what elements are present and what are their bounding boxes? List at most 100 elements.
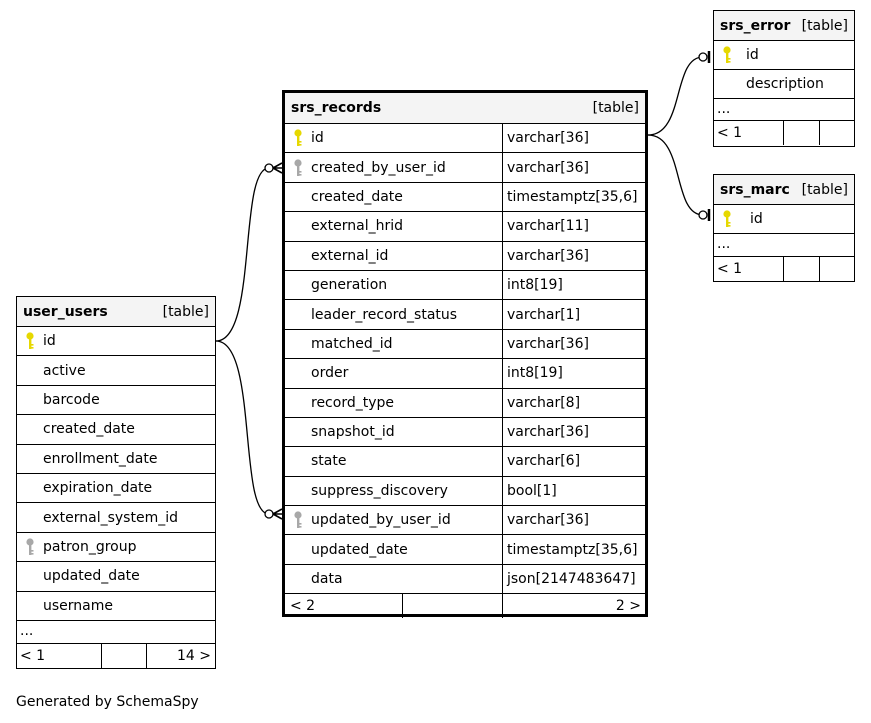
column-name: enrollment_date — [43, 450, 158, 467]
column-name: suppress_discovery — [311, 482, 448, 499]
footer-left: < 1 — [717, 261, 743, 277]
column-row[interactable]: created_date — [17, 415, 215, 445]
footer-right — [819, 257, 854, 281]
edge-users-created-by — [215, 167, 270, 342]
primary-key-icon — [714, 210, 740, 228]
column-row[interactable]: updated_date — [17, 562, 215, 592]
column-name: created_date — [43, 421, 135, 438]
table-kind: [table] — [801, 17, 848, 34]
column-name: id — [43, 333, 56, 350]
footer-left: < 2 — [290, 598, 316, 615]
foreign-key-icon — [285, 158, 311, 177]
column-row[interactable]: expiration_date — [17, 474, 215, 504]
column-type: json[2147483647] — [502, 564, 645, 594]
table-kind: [table] — [162, 303, 209, 320]
table-footer: < 1 14 > — [17, 643, 215, 668]
table-srs-error[interactable]: srs_error [table] id description ... < 1 — [713, 10, 855, 147]
column-name: leader_record_status — [311, 306, 458, 323]
column-name: expiration_date — [43, 480, 153, 497]
column-name: created_by_user_id — [311, 159, 446, 176]
edge-records-marc — [647, 134, 704, 216]
column-row[interactable]: external_id varchar[36] — [285, 241, 645, 271]
column-name: id — [311, 130, 324, 147]
column-row[interactable]: patron_group — [17, 533, 215, 563]
table-name: user_users — [23, 303, 108, 320]
footer-right: 14 > — [146, 643, 215, 668]
primary-key-icon — [285, 129, 311, 147]
column-type: varchar[36] — [502, 241, 645, 270]
column-type: timestamptz[35,6] — [502, 535, 645, 564]
column-row[interactable]: snapshot_id varchar[36] — [285, 417, 645, 448]
column-name: id — [750, 211, 763, 227]
column-row[interactable]: id — [17, 327, 215, 357]
column-name: external_hrid — [311, 218, 404, 235]
column-row[interactable]: updated_date timestamptz[35,6] — [285, 535, 645, 565]
table-footer: < 2 2 > — [285, 594, 645, 619]
edge-users-updated-by — [215, 340, 270, 515]
foreign-key-icon — [285, 511, 311, 529]
column-row[interactable]: active — [17, 356, 215, 386]
column-name: external_id — [311, 247, 389, 264]
column-type: int8[19] — [502, 359, 645, 388]
column-name: active — [43, 362, 86, 379]
column-name: snapshot_id — [311, 424, 395, 441]
column-row[interactable]: state varchar[6] — [285, 447, 645, 477]
table-srs-marc[interactable]: srs_marc [table] id ... < 1 — [713, 174, 855, 282]
column-row[interactable]: suppress_discovery bool[1] — [285, 476, 645, 507]
column-name: id — [746, 47, 759, 63]
primary-key-icon — [17, 332, 43, 350]
column-row[interactable]: id — [714, 205, 854, 234]
column-row[interactable]: external_system_id — [17, 503, 215, 533]
footer-left: < 1 — [717, 125, 743, 141]
column-type: varchar[6] — [502, 447, 645, 476]
table-kind: [table] — [801, 181, 848, 198]
table-user-users[interactable]: user_users [table] id active barcode create… — [16, 296, 216, 669]
footer-mid — [101, 643, 146, 668]
more-columns-ellipsis: ... — [714, 234, 854, 257]
primary-key-icon — [714, 46, 740, 64]
column-name: external_system_id — [43, 509, 178, 526]
column-row[interactable]: order int8[19] — [285, 359, 645, 389]
column-row[interactable]: id — [714, 41, 854, 70]
table-footer: < 1 — [714, 121, 854, 145]
column-name: created_date — [311, 188, 403, 205]
table-name: srs_records — [291, 100, 382, 116]
column-row[interactable]: enrollment_date — [17, 445, 215, 474]
column-type: varchar[36] — [502, 506, 645, 535]
footer-right: 2 > — [502, 594, 645, 619]
column-row[interactable]: username — [17, 592, 215, 621]
column-row[interactable]: data json[2147483647] — [285, 564, 645, 595]
column-name: updated_by_user_id — [311, 512, 451, 529]
column-name: state — [311, 453, 347, 470]
column-row[interactable]: barcode — [17, 386, 215, 416]
column-name: order — [311, 365, 349, 382]
column-name: patron_group — [43, 538, 137, 555]
column-name: barcode — [43, 391, 100, 408]
column-type: varchar[8] — [502, 388, 645, 417]
column-row[interactable]: updated_by_user_id varchar[36] — [285, 506, 645, 536]
column-name: updated_date — [311, 541, 408, 558]
footer-left: < 1 — [20, 647, 46, 664]
column-row[interactable]: description — [714, 70, 854, 99]
column-name: updated_date — [43, 568, 140, 585]
table-footer: < 1 — [714, 257, 854, 281]
column-type: varchar[36] — [502, 417, 645, 447]
table-name: srs_marc — [720, 181, 790, 198]
column-name: username — [43, 597, 113, 614]
more-columns-ellipsis: ... — [714, 99, 854, 121]
footer-right — [819, 121, 854, 145]
optional-end-markers — [264, 52, 708, 519]
column-type: bool[1] — [502, 476, 645, 506]
column-name: data — [311, 571, 343, 588]
table-kind: [table] — [592, 100, 639, 116]
